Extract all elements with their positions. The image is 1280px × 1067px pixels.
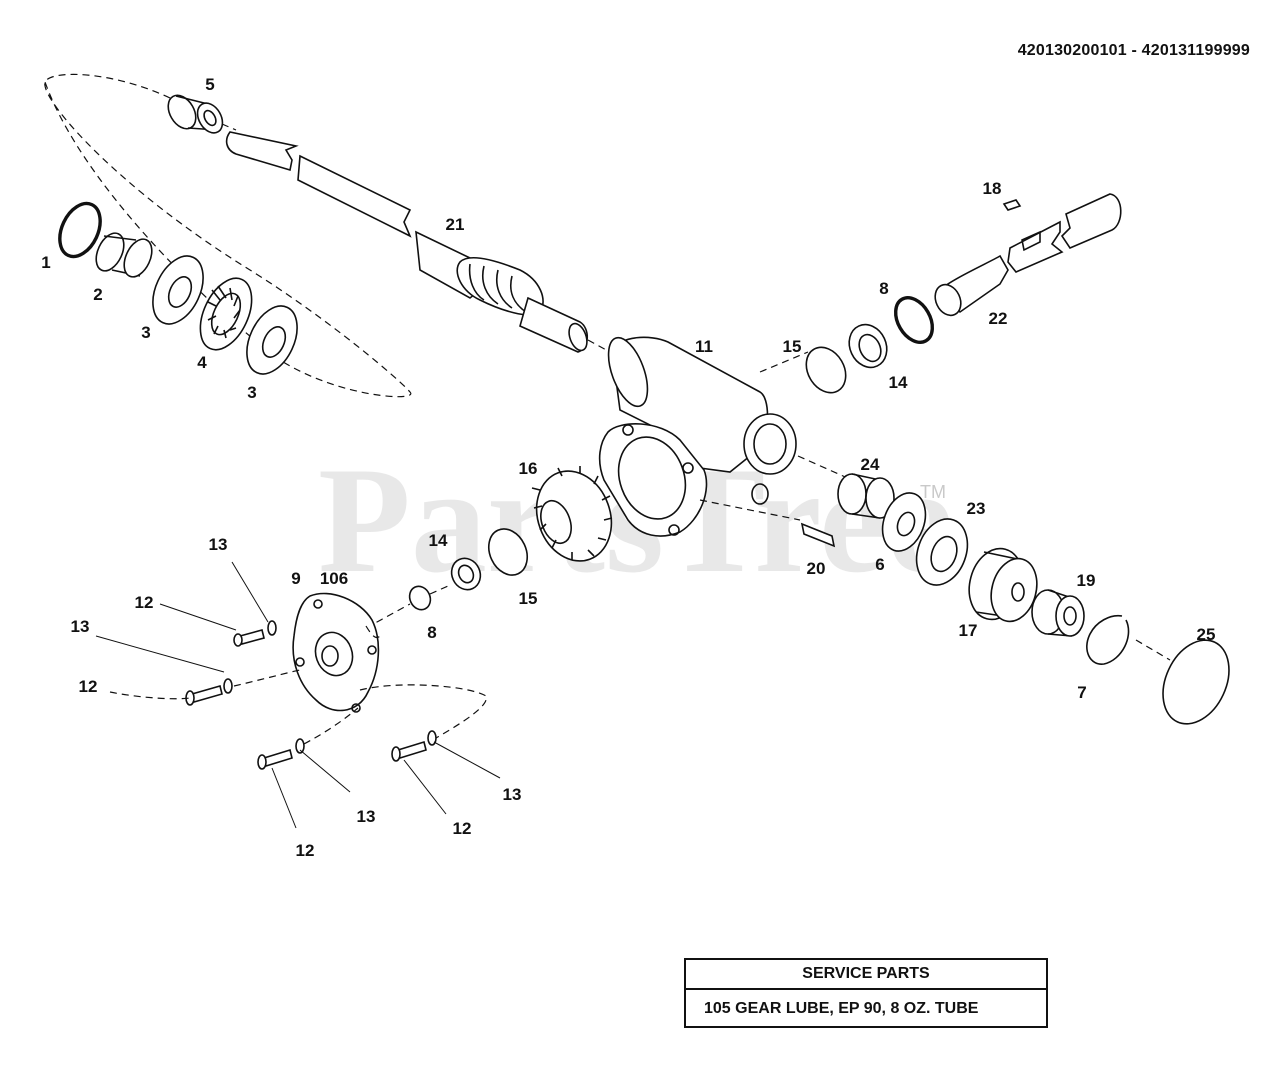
callout-2: 2 (93, 285, 102, 304)
callout-15-a: 15 (783, 337, 802, 356)
callout-106: 106 (320, 569, 348, 588)
part-13-washer-c[interactable] (295, 738, 305, 754)
service-parts-title: SERVICE PARTS (686, 960, 1046, 990)
callout-19: 19 (1077, 571, 1096, 590)
callout-1: 1 (41, 253, 50, 272)
callout-7: 7 (1077, 683, 1086, 702)
callout-9: 9 (291, 569, 300, 588)
callout-21: 21 (446, 215, 465, 234)
callout-6: 6 (875, 555, 884, 574)
assembly-group-outline (44, 73, 412, 398)
part-11-gear-housing[interactable] (598, 333, 797, 537)
part-16-gear[interactable] (524, 460, 623, 571)
callout-18: 18 (983, 179, 1002, 198)
part-9-cover[interactable] (292, 592, 380, 713)
callout-16: 16 (519, 459, 538, 478)
part-22-shaft[interactable] (930, 193, 1122, 320)
part-15-washer-a[interactable] (798, 340, 853, 400)
callout-3-a: 3 (141, 323, 150, 342)
callout-22: 22 (989, 309, 1008, 328)
callout-11: 11 (695, 337, 713, 356)
callout-8-b: 8 (427, 623, 436, 642)
part-12-screw-d[interactable] (391, 740, 427, 762)
callout-17: 17 (959, 621, 978, 640)
callout-12-a: 12 (135, 593, 154, 612)
part-12-screw-a[interactable] (233, 629, 265, 647)
part-21-worm-shaft[interactable] (225, 131, 591, 353)
part-20-key[interactable] (800, 522, 836, 548)
part-7-retaining-ring[interactable] (1086, 614, 1130, 665)
part-6-washer[interactable] (875, 487, 933, 557)
part-12-screw-b[interactable] (185, 685, 223, 706)
part-17-bearing[interactable] (962, 542, 1044, 626)
callout-8-a: 8 (879, 279, 888, 298)
part-25-cap[interactable] (1150, 629, 1242, 734)
part-4-thrust-bearing[interactable] (190, 270, 262, 357)
callout-23: 23 (967, 499, 986, 518)
part-2-bushing[interactable] (91, 229, 158, 281)
part-8-retaining-ring-b[interactable] (406, 583, 434, 613)
part-13-washer-a[interactable] (267, 620, 277, 636)
callout-14-b: 14 (429, 531, 448, 550)
part-13-washer-b[interactable] (223, 678, 233, 694)
watermark-trademark: TM (920, 482, 946, 502)
part-8-retaining-ring-a[interactable] (888, 291, 940, 349)
part-24-bushing[interactable] (837, 473, 895, 519)
part-15-washer-b[interactable] (482, 523, 535, 582)
callout-13-a: 13 (209, 535, 228, 554)
callout-20: 20 (807, 559, 826, 578)
part-12-screw-c[interactable] (257, 748, 293, 770)
callout-24: 24 (861, 455, 880, 474)
part-23-washer[interactable] (908, 512, 976, 592)
callout-13-b: 13 (71, 617, 90, 636)
service-parts-row: 105 GEAR LUBE, EP 90, 8 OZ. TUBE (704, 1000, 979, 1017)
part-14-flange-bushing-a[interactable] (842, 318, 893, 373)
callout-12-c: 12 (296, 841, 315, 860)
callout-12-d: 12 (453, 819, 472, 838)
service-parts-table: SERVICE PARTS 105 GEAR LUBE, EP 90, 8 OZ… (684, 958, 1048, 1028)
callout-25: 25 (1197, 625, 1216, 644)
part-3-thrust-washer-b[interactable] (237, 298, 307, 382)
part-19-bushing[interactable] (1031, 589, 1085, 637)
part-18-key[interactable] (1002, 199, 1022, 211)
part-3-thrust-washer-a[interactable] (143, 248, 213, 332)
callout-13-d: 13 (503, 785, 522, 804)
callout-5: 5 (205, 75, 214, 94)
callout-14-a: 14 (889, 373, 908, 392)
callout-3-b: 3 (247, 383, 256, 402)
serial-range-label: 420130200101 - 420131199999 (1017, 42, 1250, 59)
callout-13-c: 13 (357, 807, 376, 826)
part-1-retaining-ring[interactable] (52, 197, 108, 263)
callout-15-b: 15 (519, 589, 538, 608)
part-14-flange-bushing-b[interactable] (447, 554, 486, 595)
callout-12-b: 12 (79, 677, 98, 696)
callout-4: 4 (197, 353, 207, 372)
part-5-bushing[interactable] (163, 90, 228, 137)
